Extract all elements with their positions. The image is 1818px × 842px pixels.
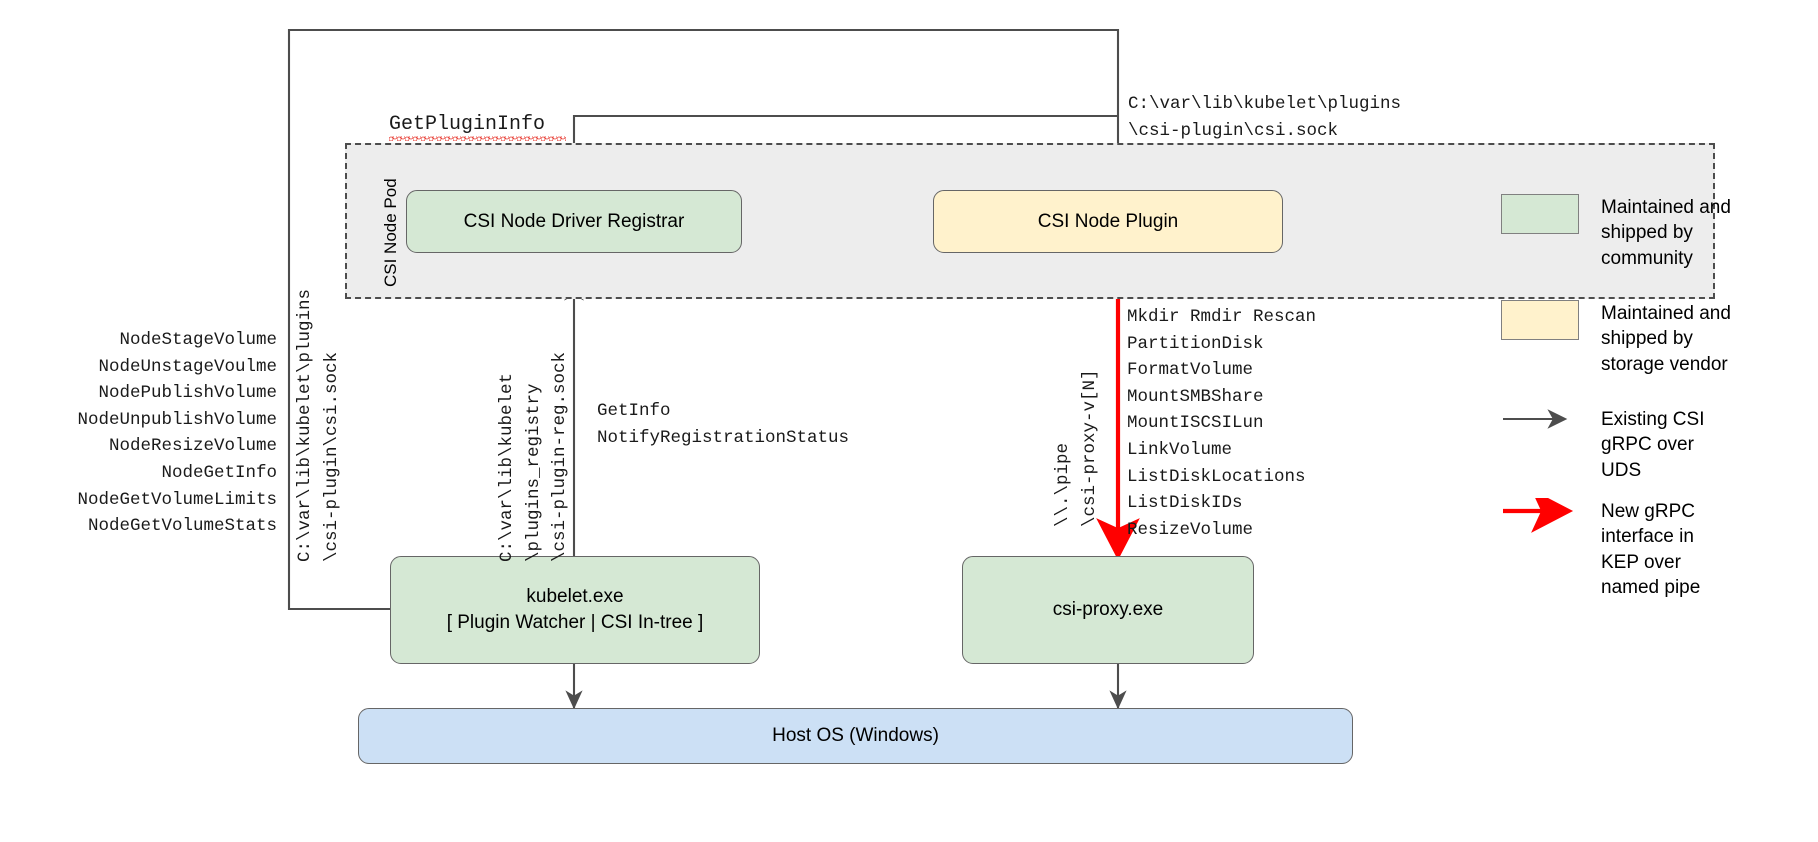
legend-label-new-grpc: New gRPC interface in KEP over named pip… <box>1601 501 1701 598</box>
label-csi-node-methods: NodeStageVolume NodeUnstageVoulme NodePu… <box>77 330 277 537</box>
node-csi-proxy-exe[interactable]: csi-proxy.exe <box>962 556 1254 664</box>
label-registry-socket-path-vertical: C:\var\lib\kubelet \plugins_registry \cs… <box>497 351 571 562</box>
legend-item-storage-vendor: Maintained and shipped by storage vendor <box>1501 300 1731 377</box>
legend-item-community: Maintained and shipped by community <box>1501 194 1731 271</box>
node-host-os[interactable]: Host OS (Windows) <box>358 708 1353 764</box>
legend-red-arrow-icon <box>1501 489 1579 538</box>
legend-swatch-yellow-icon <box>1501 300 1579 340</box>
csi-node-pod-label: CSI Node Pod <box>381 178 400 287</box>
node-csi-node-driver-registrar-label: CSI Node Driver Registrar <box>463 210 685 232</box>
legend-item-new-grpc: New gRPC interface in KEP over named pip… <box>1501 489 1701 600</box>
legend-label-community: Maintained and shipped by community <box>1601 197 1731 269</box>
label-get-plugin-info: GetPluginInfo <box>389 113 546 136</box>
label-csi-socket-path-vertical: C:\var\lib\kubelet\plugins \csi-plugin\c… <box>295 288 342 562</box>
spellcheck-underline-icon <box>389 136 566 141</box>
legend-item-existing-csi: Existing CSI gRPC over UDS <box>1501 406 1704 483</box>
node-csi-node-plugin-label: CSI Node Plugin <box>1037 210 1179 232</box>
label-named-pipe-vertical: \\.\pipe \csi-proxy-v[N] <box>1053 369 1100 527</box>
legend-label-existing-csi: Existing CSI gRPC over UDS <box>1601 409 1705 481</box>
node-csi-node-driver-registrar[interactable]: CSI Node Driver Registrar <box>406 190 742 253</box>
label-registration-methods: GetInfo NotifyRegistrationStatus <box>597 401 850 448</box>
legend-gray-arrow-icon <box>1501 406 1579 446</box>
label-plugin-socket-path: C:\var\lib\kubelet\plugins \csi-plugin\c… <box>1128 94 1402 141</box>
node-kubelet-exe[interactable]: kubelet.exe [ Plugin Watcher | CSI In-tr… <box>390 556 760 664</box>
legend-swatch-green-icon <box>1501 194 1579 234</box>
node-kubelet-exe-label-line1: kubelet.exe <box>526 586 624 608</box>
legend-label-storage-vendor: Maintained and shipped by storage vendor <box>1601 303 1731 375</box>
node-csi-proxy-exe-label: csi-proxy.exe <box>1052 599 1164 621</box>
node-host-os-label: Host OS (Windows) <box>772 725 939 747</box>
node-kubelet-exe-label-line2: [ Plugin Watcher | CSI In-tree ] <box>446 612 704 633</box>
node-csi-node-plugin[interactable]: CSI Node Plugin <box>933 190 1283 253</box>
label-csi-proxy-api-list: Mkdir Rmdir Rescan PartitionDisk FormatV… <box>1127 307 1317 540</box>
